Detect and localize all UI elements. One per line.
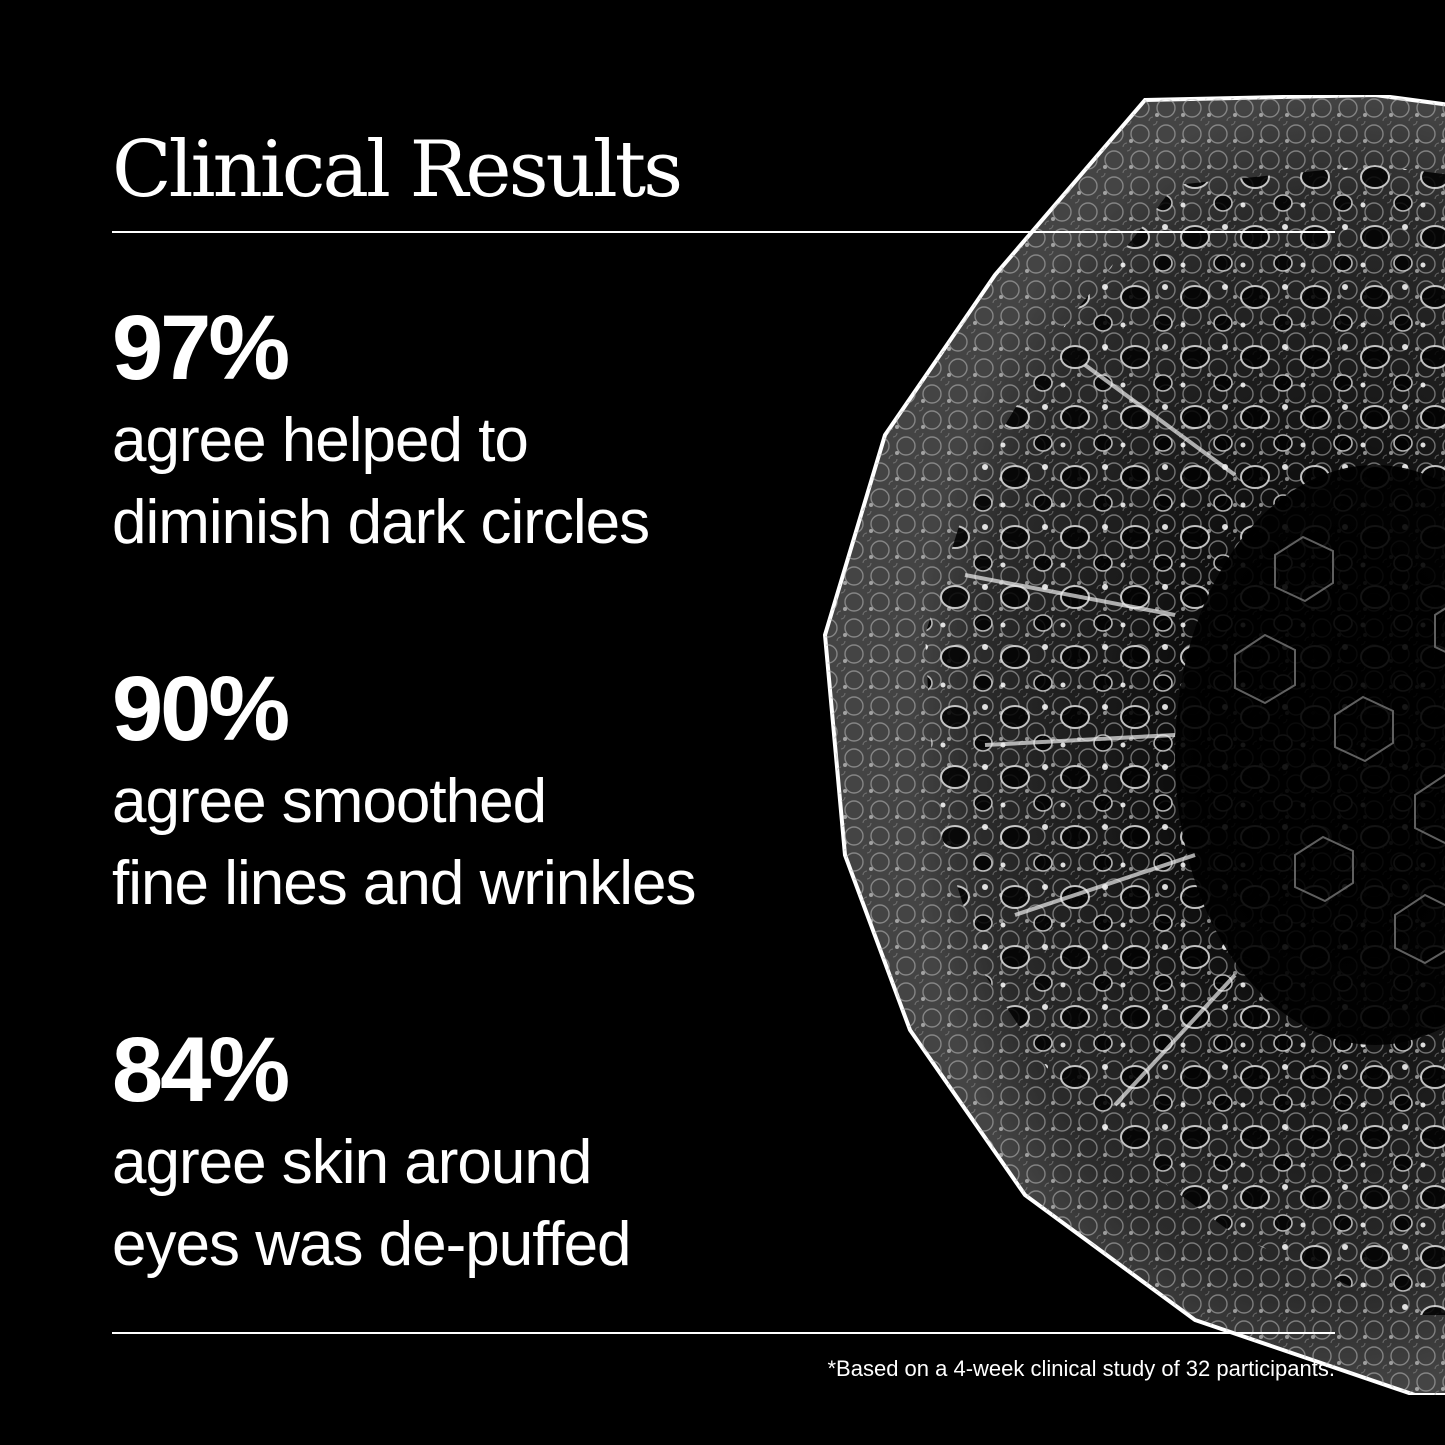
stat-description-line-2: fine lines and wrinkles bbox=[112, 849, 697, 918]
stat-block-2: 90% agree smoothed fine lines and wrinkl… bbox=[112, 658, 697, 925]
page-title: Clinical Results bbox=[112, 125, 683, 215]
stat-description-line-1: agree smoothed bbox=[112, 767, 547, 836]
stat-block-3: 84% agree skin around eyes was de-puffed bbox=[112, 1019, 632, 1286]
study-footnote: *Based on a 4-week clinical study of 32 … bbox=[827, 1356, 1335, 1381]
stat-value: 84% bbox=[112, 1019, 290, 1121]
stat-block-1: 97% agree helped to diminish dark circle… bbox=[112, 297, 650, 564]
stat-description-line-2: diminish dark circles bbox=[112, 488, 650, 557]
plant-cell-cross-section-image bbox=[822, 95, 1445, 1395]
top-divider bbox=[112, 231, 1335, 233]
stat-description-line-1: agree skin around bbox=[112, 1128, 592, 1197]
stat-value: 97% bbox=[112, 297, 290, 399]
stat-description-line-2: eyes was de-puffed bbox=[112, 1210, 632, 1279]
stat-description-line-1: agree helped to bbox=[112, 406, 529, 475]
stat-value: 90% bbox=[112, 658, 290, 760]
bottom-divider bbox=[112, 1332, 1335, 1334]
